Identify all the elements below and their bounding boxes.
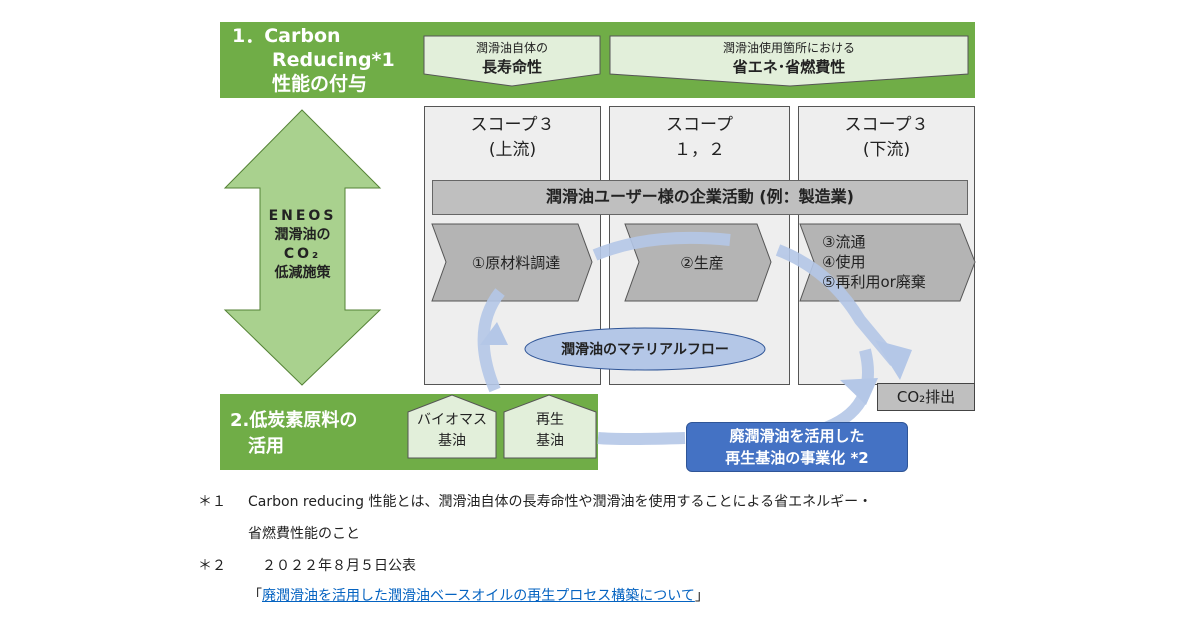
step-chevron-1 [431,223,593,302]
scope-sub: １，２ [674,140,725,160]
activity-banner: 潤滑油ユーザー様の企業活動 (例：製造業) [432,180,968,215]
flow-arrowhead-down [840,378,878,405]
section1-line1: 1．Carbon [232,25,341,47]
scope-label: スコープ [666,115,733,135]
header-arrow-1-text: 潤滑油自体の 長寿命性 [424,38,600,78]
footnote-2: ＊２ ２０２２年８月５日公表 「廃潤滑油を活用した潤滑油ベースオイルの再生プロセス… [198,556,709,606]
footnote-2-mark: ＊２ [198,558,226,574]
side-label: ENEOS 潤滑油の CO₂ 低減施策 [245,207,360,283]
recycle-l2: 再生基油の事業化 *2 [725,449,869,467]
section1-title: 1．Carbon Reducing*1 性能の付与 [232,24,395,96]
house-biomass [407,394,497,459]
co2-emission-box: CO₂排出 [877,383,975,411]
side-l2: 潤滑油の [274,227,331,243]
footnote-2-link-line: 「廃潤滑油を活用した潤滑油ベースオイルの再生プロセス構築について」 [198,586,709,606]
house-recycled-text: 再生基油 [504,410,596,452]
step-2: ②生産 [680,254,724,272]
footnote-1-mark: ＊１ [198,494,226,510]
flow-arrowhead-co2 [875,340,912,380]
section1-line2: Reducing*1 [272,49,395,71]
header-2-main: 省エネ･省燃費性 [732,58,846,76]
side-l4: 低減施策 [274,265,331,281]
header-2-sub: 潤滑油使用箇所における [722,41,855,55]
header-arrow-1 [423,35,601,87]
bracket-open: 「 [248,588,262,604]
step-3c: ⑤再利用or廃棄 [822,273,926,291]
step-3: ③流通 ④使用 ⑤再利用or廃棄 [822,232,926,292]
footnote-1: ＊１ Carbon reducing 性能とは、潤滑油自体の長寿命性や潤滑油を使用… [198,492,872,544]
scope-label: スコープ３ [844,115,929,135]
recycle-l1: 廃潤滑油を活用した [729,427,865,445]
step-3b: ④使用 [822,253,866,271]
house-2-l1: 再生 [536,412,564,428]
bracket-close: 」 [694,588,709,604]
footnote-1-text: Carbon reducing 性能とは、潤滑油自体の長寿命性や潤滑油を使用する… [248,494,873,510]
scope-sub: (上流) [488,140,537,160]
house-biomass-text: バイオマス基油 [408,410,496,452]
house-recycled [503,394,597,459]
scope-sub: (下流) [862,140,911,160]
step-3a: ③流通 [822,233,866,251]
flow-arrowhead-up [480,322,508,345]
footnote-2-text: ２０２２年８月５日公表 [262,558,416,574]
step-1: ①原材料調達 [471,254,561,272]
side-l3: CO₂ [283,246,322,262]
section1-line3: 性能の付与 [272,73,368,95]
side-l1: ENEOS [268,208,337,224]
house-1-l1: バイオマス [417,412,487,428]
header-1-sub: 潤滑油自体の [475,41,548,55]
flow-label-ellipse [524,327,766,371]
flow-label: 潤滑油のマテリアルフロー [561,342,729,358]
header-arrow-2-text: 潤滑油使用箇所における 省エネ･省燃費性 [610,38,968,78]
scope-label: スコープ３ [470,115,555,135]
section2-title: 2.低炭素原料の 活用 [230,408,357,460]
section2-line2: 活用 [248,436,284,457]
house-1-l2: 基油 [438,433,466,449]
header-arrow-2 [609,35,969,87]
recycle-box: 廃潤滑油を活用した再生基油の事業化 *2 [686,422,908,472]
press-release-link[interactable]: 廃潤滑油を活用した潤滑油ベースオイルの再生プロセス構築について [262,588,695,604]
header-1-main: 長寿命性 [481,58,542,76]
house-2-l2: 基油 [536,433,564,449]
double-arrow [223,109,382,386]
footnote-1-cont: 省燃費性能のこと [248,526,360,542]
section2-line1: 2.低炭素原料の [230,410,358,431]
